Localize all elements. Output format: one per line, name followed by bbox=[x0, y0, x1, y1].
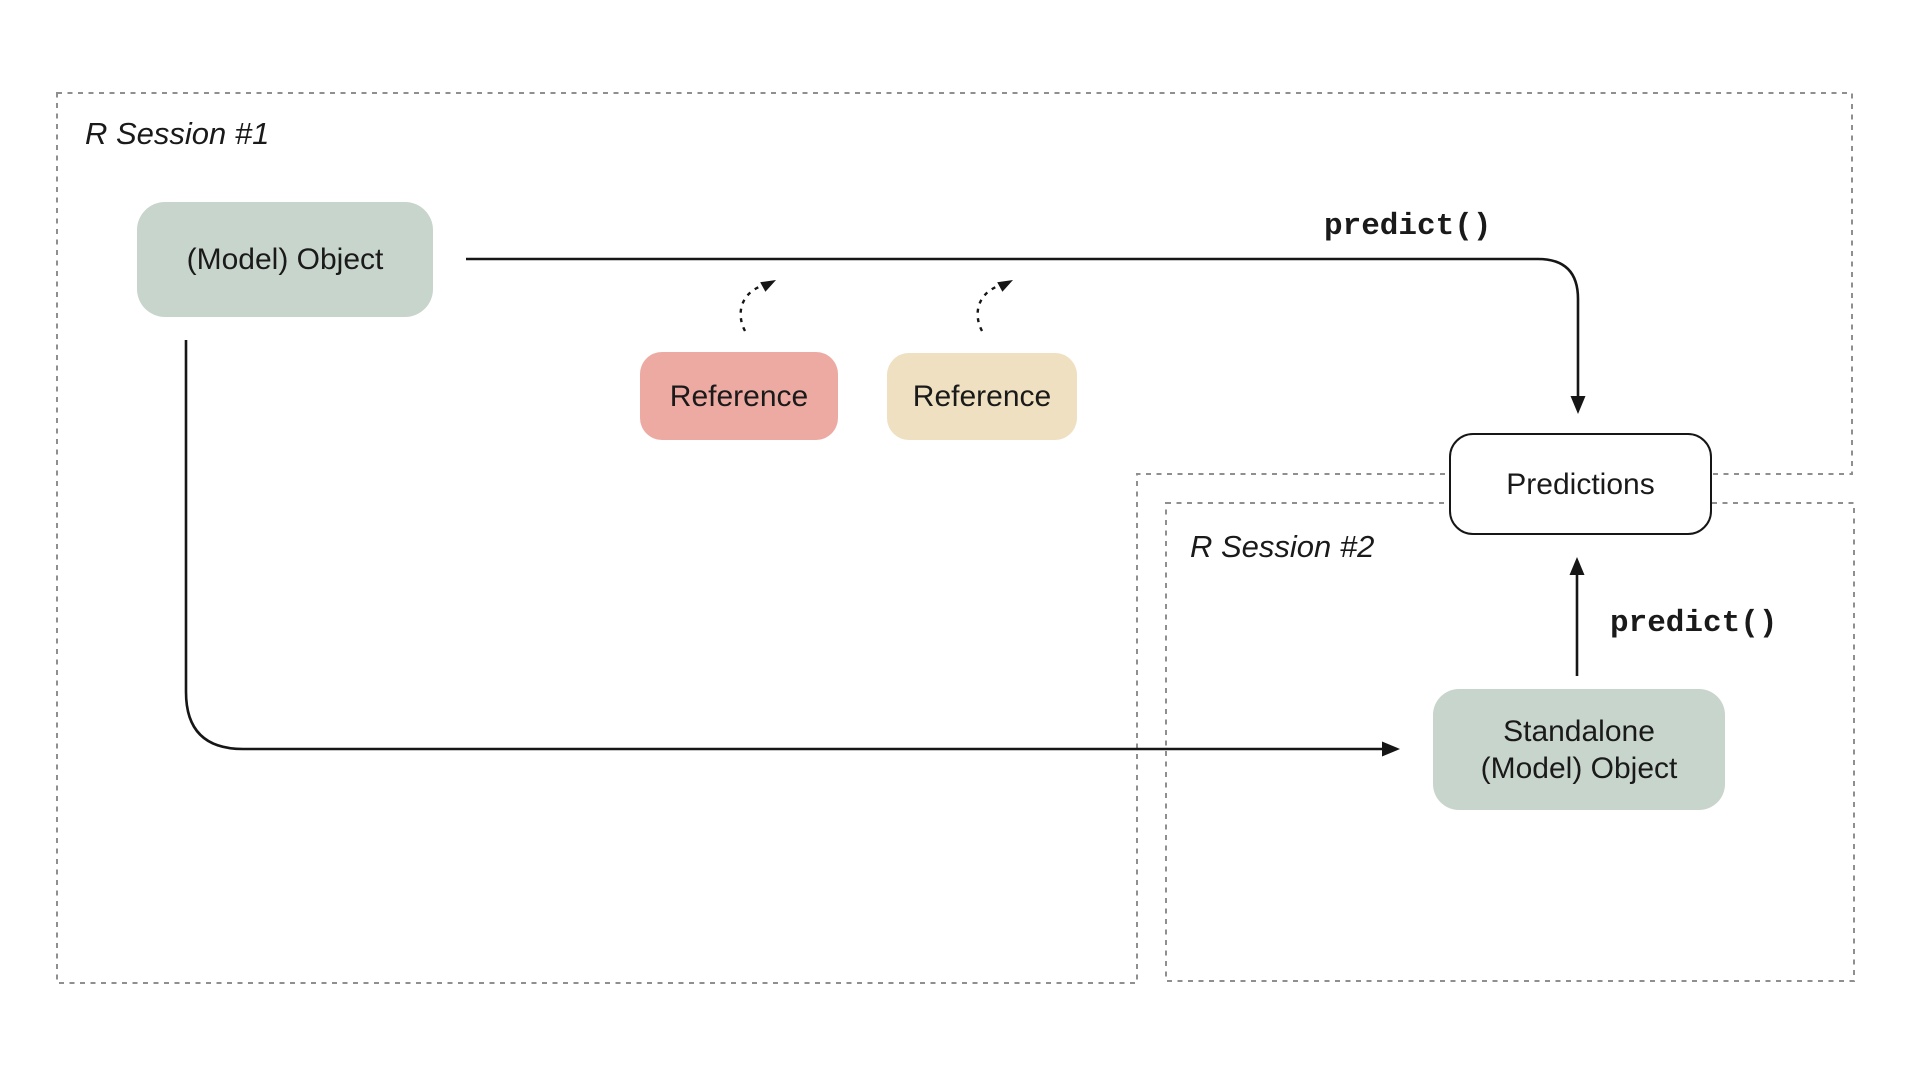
session1-title: R Session #1 bbox=[85, 116, 270, 151]
predict-label-session1: predict() bbox=[1324, 209, 1492, 244]
standalone-label-line2: (Model) Object bbox=[1480, 751, 1678, 785]
reference-1-label: Reference bbox=[669, 379, 809, 413]
model-object-label: (Model) Object bbox=[186, 243, 384, 276]
session1-dashed-border bbox=[56, 92, 1853, 984]
arrowhead-dashed2-icon bbox=[997, 280, 1013, 292]
session2-title: R Session #2 bbox=[1190, 529, 1375, 564]
standalone-object-node: Standalone (Model) Object bbox=[1433, 689, 1725, 810]
reference-node-2: Reference bbox=[887, 353, 1077, 440]
reference-2-label: Reference bbox=[912, 380, 1052, 413]
session2-dashed-border bbox=[1165, 502, 1855, 982]
predictions-label: Predictions bbox=[1506, 467, 1655, 501]
edge-model-to-standalone bbox=[184, 340, 1382, 751]
edge-model-to-predictions bbox=[466, 257, 1580, 398]
arrowhead-down-icon bbox=[1570, 396, 1586, 414]
edge-reference2-dashed bbox=[976, 285, 997, 332]
arrowhead-up-icon bbox=[1569, 557, 1585, 575]
model-object-node: (Model) Object bbox=[137, 202, 433, 317]
arrowhead-dashed1-icon bbox=[760, 280, 776, 292]
standalone-label-line1: Standalone bbox=[1503, 714, 1655, 748]
predict-label-session2: predict() bbox=[1610, 606, 1778, 641]
reference-node-1: Reference bbox=[640, 352, 838, 440]
arrowhead-right-icon bbox=[1382, 741, 1400, 757]
edge-reference1-dashed bbox=[739, 285, 760, 332]
predictions-node: Predictions bbox=[1449, 433, 1712, 535]
